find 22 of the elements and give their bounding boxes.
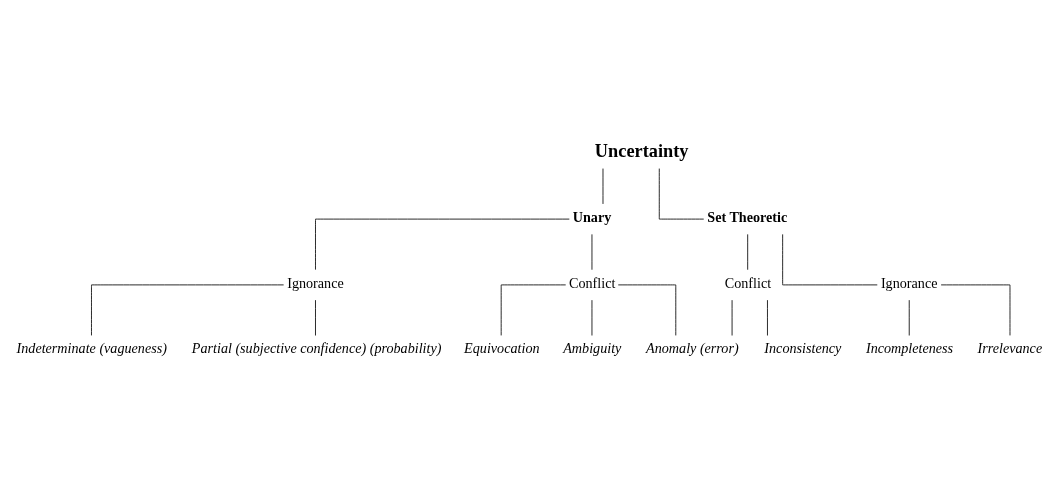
- node-text: Anomaly (error): [646, 340, 739, 357]
- node-text: Incompleteness: [865, 340, 954, 357]
- connector: [747, 233, 749, 271]
- connector: [658, 168, 705, 220]
- node-text: Conflict: [569, 275, 616, 292]
- connector: [782, 233, 878, 286]
- connector: [315, 299, 316, 336]
- connector: [91, 284, 285, 336]
- node-text: Uncertainty: [594, 141, 689, 162]
- node-text: Partial (subjective confidence) (probability): [191, 340, 442, 357]
- node-text: Set Theoretic: [707, 208, 788, 225]
- node-text: Unary: [572, 208, 612, 225]
- node-text: Ambiguity: [563, 340, 622, 357]
- connector: [767, 299, 768, 336]
- connector: [315, 218, 570, 271]
- node-text: Equivocation: [464, 340, 540, 357]
- node-text: Ignorance: [287, 275, 344, 292]
- node-text: Irrelevance: [977, 340, 1043, 357]
- node-text: Conflict: [724, 275, 772, 292]
- node-text: Indeterminate (vagueness): [16, 340, 167, 357]
- node-text: Inconsistency: [764, 340, 842, 357]
- node-text: Ignorance: [880, 275, 938, 292]
